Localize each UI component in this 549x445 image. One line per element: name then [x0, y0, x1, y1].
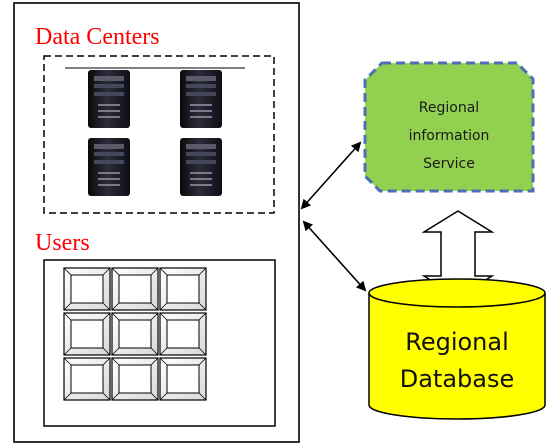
user-tile-icon [111, 267, 159, 311]
data-centers-label: Data Centers [35, 24, 160, 50]
user-grid [63, 267, 207, 401]
user-tile-icon [63, 312, 111, 356]
user-tile-icon [63, 357, 111, 401]
user-tile-icon [111, 312, 159, 356]
regional-info-service-line3: Service [423, 156, 475, 172]
server-icon [88, 138, 130, 196]
data-centers-box [43, 55, 275, 214]
regional-info-service-box [363, 61, 535, 193]
user-tile-icon [159, 267, 207, 311]
server-icon [88, 70, 130, 128]
regional-database-cylinder [368, 278, 546, 420]
connector-arrow-to-info-service [300, 141, 362, 210]
server-icon [180, 70, 222, 128]
connector-arrow-to-database [302, 220, 367, 292]
user-tile-icon [159, 312, 207, 356]
regional-database-line2: Database [400, 365, 515, 393]
regional-info-service-line1: Regional [419, 100, 479, 116]
users-label: Users [35, 230, 90, 256]
user-tile-icon [111, 357, 159, 401]
regional-info-service-line2: information [409, 128, 490, 144]
server-icon [180, 138, 222, 196]
regional-database-line1: Regional [405, 328, 509, 356]
user-tile-icon [159, 357, 207, 401]
user-tile-icon [63, 267, 111, 311]
